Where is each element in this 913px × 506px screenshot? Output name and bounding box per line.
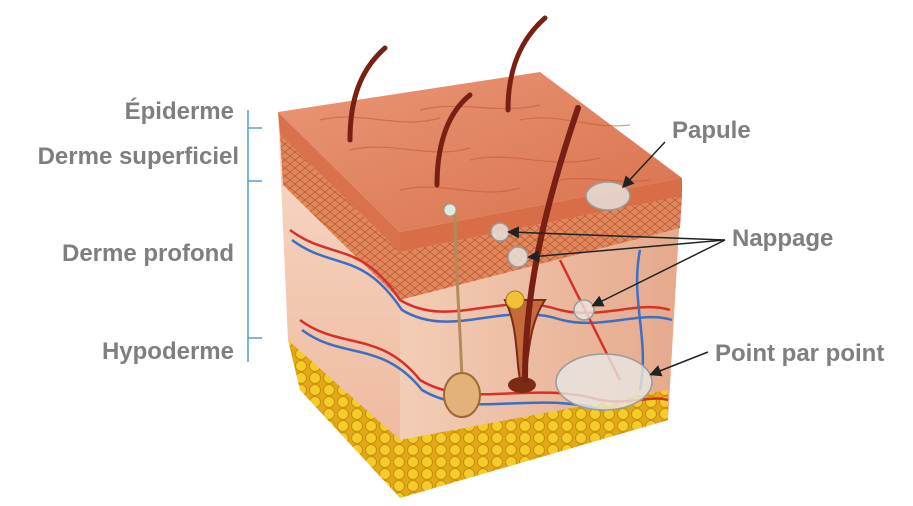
annotation-arrows (507, 141, 726, 377)
epidermis-texture (319, 104, 651, 193)
label-hypoderme: Hypoderme (101, 338, 234, 365)
point-par-point-marker (555, 353, 653, 411)
label-derme-superficiel: Derme superficiel (37, 143, 239, 170)
nappage-arrow-1 (507, 226, 726, 241)
nappage-arrow-2 (527, 239, 726, 263)
nappage-arrow-3 (591, 239, 726, 307)
injection-markers (490, 181, 653, 411)
papule-marker (585, 181, 631, 211)
nappage-marker-1 (490, 222, 510, 242)
label-point-par-point: Point par point (715, 340, 885, 367)
cube-front-face (278, 112, 400, 498)
label-nappage: Nappage (732, 225, 834, 252)
label-papule: Papule (672, 117, 751, 144)
label-epiderme: Épiderme (124, 98, 234, 125)
papule-arrow (621, 141, 666, 189)
nappage-marker-3 (573, 299, 595, 321)
label-derme-profond: Derme profond (61, 240, 234, 267)
sweat-gland (443, 203, 481, 418)
nappage-marker-2 (507, 246, 529, 268)
layer-brackets (247, 110, 262, 362)
point-par-point-arrow (649, 351, 709, 377)
cube-top-face (278, 72, 682, 232)
